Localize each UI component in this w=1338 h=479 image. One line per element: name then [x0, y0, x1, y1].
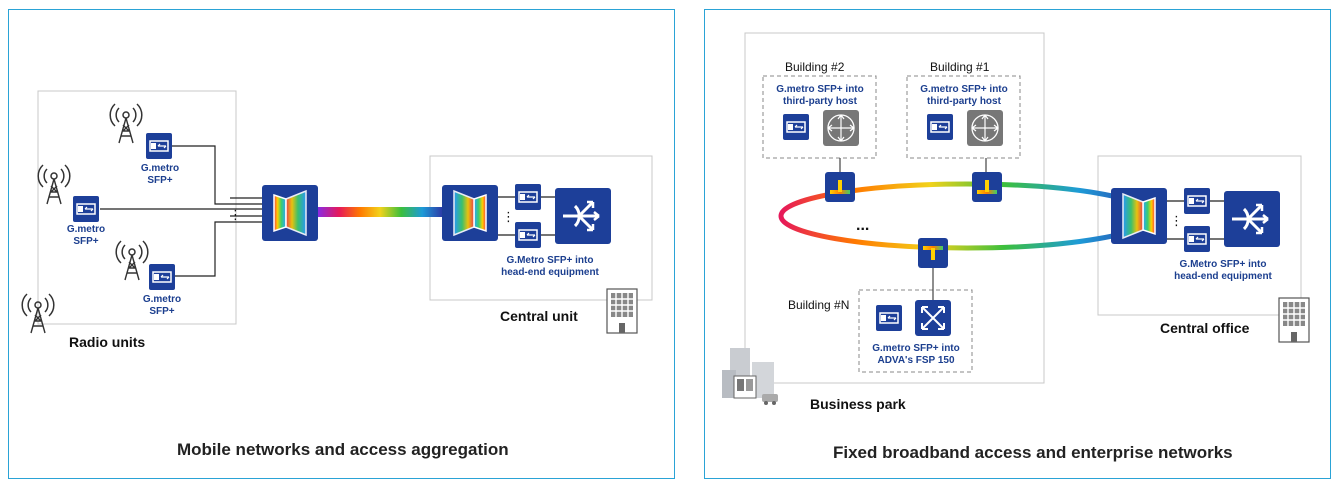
ring-ellipsis: ... [856, 217, 870, 234]
headend-label-line-2: head-end equipment [1174, 271, 1272, 282]
fiber-line-3 [175, 221, 262, 277]
sfp-label-line-1: G.metro [142, 294, 182, 305]
business-park-box [744, 32, 1045, 384]
host-label-line-2: third-party host [927, 96, 1001, 107]
host-box-building-2 [762, 75, 877, 159]
radio-units-label: Radio units [69, 334, 146, 350]
fsp-label-line-2: ADVA's FSP 150 [877, 355, 955, 366]
right-caption: Fixed broadband access and enterprise ne… [833, 443, 1233, 462]
vertical-ellipsis: ⋮ [1170, 213, 1183, 228]
sfp-label-line-2: SFP+ [149, 306, 175, 317]
headend-label: G.Metro SFP+ into head-end equipment [1173, 259, 1273, 283]
headend-label-line-1: G.Metro SFP+ into [1179, 259, 1267, 270]
headend-label: G.Metro SFP+ into head-end equipment [500, 255, 600, 279]
sfp-label-line-2: SFP+ [147, 175, 173, 186]
host-label-line-1: G.metro SFP+ into [776, 84, 864, 95]
host-label-line-2: third-party host [783, 96, 857, 107]
left-panel-diagram [21, 90, 653, 334]
fixed-broadband-panel [704, 9, 1331, 479]
fsp-label: G.metro SFP+ into ADVA's FSP 150 [862, 343, 970, 367]
host-label-line-1: G.metro SFP+ into [920, 84, 1008, 95]
sfp-label-line-2: SFP+ [73, 236, 99, 247]
mobile-networks-panel [8, 9, 675, 479]
sfp-label: G.metro SFP+ [64, 224, 108, 248]
sfp-label: G.metro SFP+ [138, 163, 182, 187]
diagram-canvas [21, 32, 1310, 405]
building-2-label: Building #2 [785, 60, 845, 74]
central-office-box [1097, 155, 1302, 316]
host-box-building-n [858, 289, 973, 373]
right-panel-diagram [722, 32, 1310, 405]
sfp-label-line-1: G.metro [140, 163, 180, 174]
vertical-ellipsis: ⋮ [502, 209, 515, 224]
host-label: G.metro SFP+ into third-party host [910, 84, 1018, 108]
host-box-building-1 [906, 75, 1021, 159]
central-unit-label: Central unit [500, 308, 578, 324]
central-office-label: Central office [1160, 320, 1250, 336]
sfp-label-line-1: G.metro [66, 224, 106, 235]
host-label: G.metro SFP+ into third-party host [766, 84, 874, 108]
wdm-fiber [318, 207, 442, 217]
building-n-label: Building #N [788, 298, 850, 312]
left-caption: Mobile networks and access aggregation [177, 440, 509, 459]
sfp-label: G.metro SFP+ [140, 294, 184, 318]
fsp-label-line-1: G.metro SFP+ into [872, 343, 960, 354]
building-1-label: Building #1 [930, 60, 990, 74]
business-park-icon [722, 348, 778, 405]
vertical-ellipsis: ⋮ [229, 207, 242, 222]
central-unit-box [429, 155, 653, 301]
headend-label-line-1: G.Metro SFP+ into [506, 255, 594, 266]
radio-units-box [37, 90, 237, 325]
fiber-line-1 [172, 145, 262, 205]
headend-label-line-2: head-end equipment [501, 267, 599, 278]
business-park-label: Business park [810, 396, 906, 412]
